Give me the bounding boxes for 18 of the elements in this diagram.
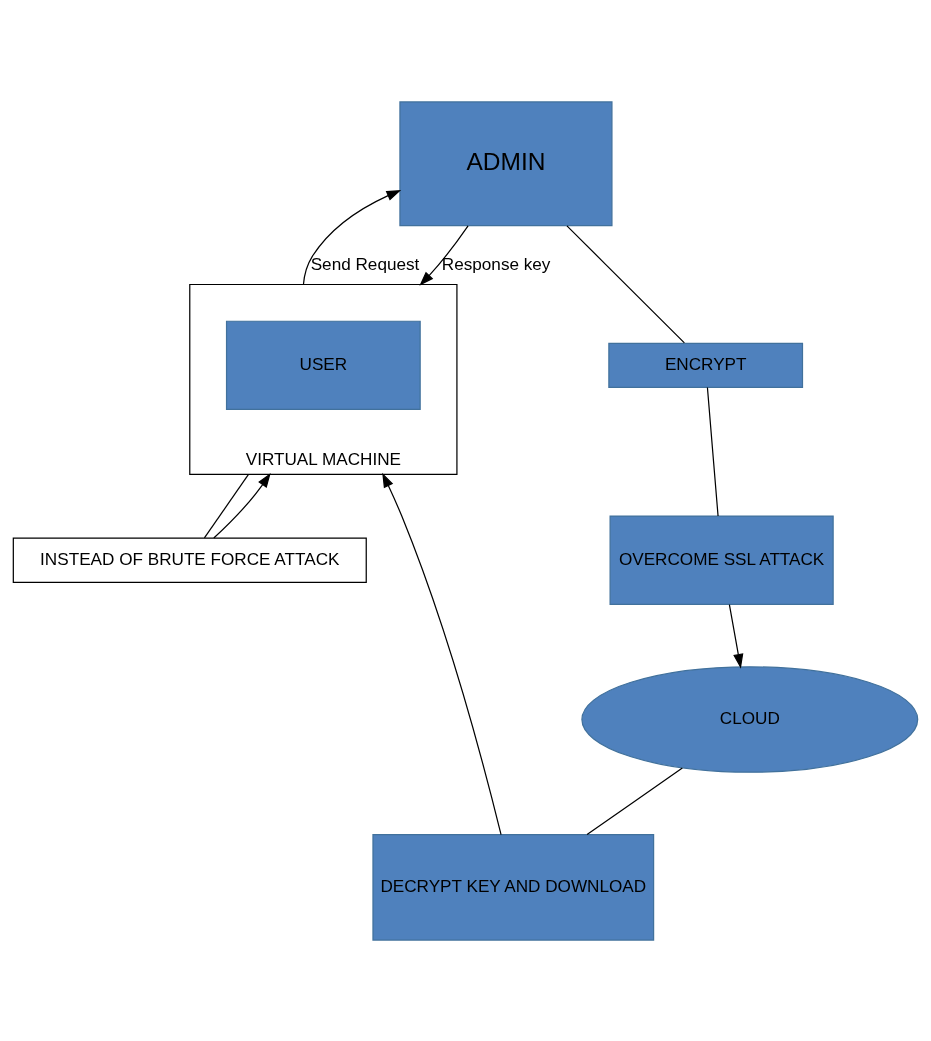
edge-label: Send Request [310,253,420,274]
connector [586,766,683,835]
node-box: DECRYPT KEY AND DOWNLOAD [372,833,655,941]
node-box: ENCRYPT [608,342,804,388]
node-ellipse: CLOUD [581,665,919,773]
connector [706,386,719,517]
node-box: INSTEAD OF BRUTE FORCE ATTACK [12,537,367,583]
arrow [419,224,469,286]
connector [566,224,685,344]
edge-label: Response key [441,253,551,274]
node-box: OVERCOME SSL ATTACK [609,515,834,605]
arrow [728,603,744,669]
arrow [382,472,502,835]
arrow [213,472,271,539]
node-box: USER [225,320,421,410]
connector [203,473,250,538]
arrow [302,189,402,285]
node-box: ADMIN [399,100,613,226]
